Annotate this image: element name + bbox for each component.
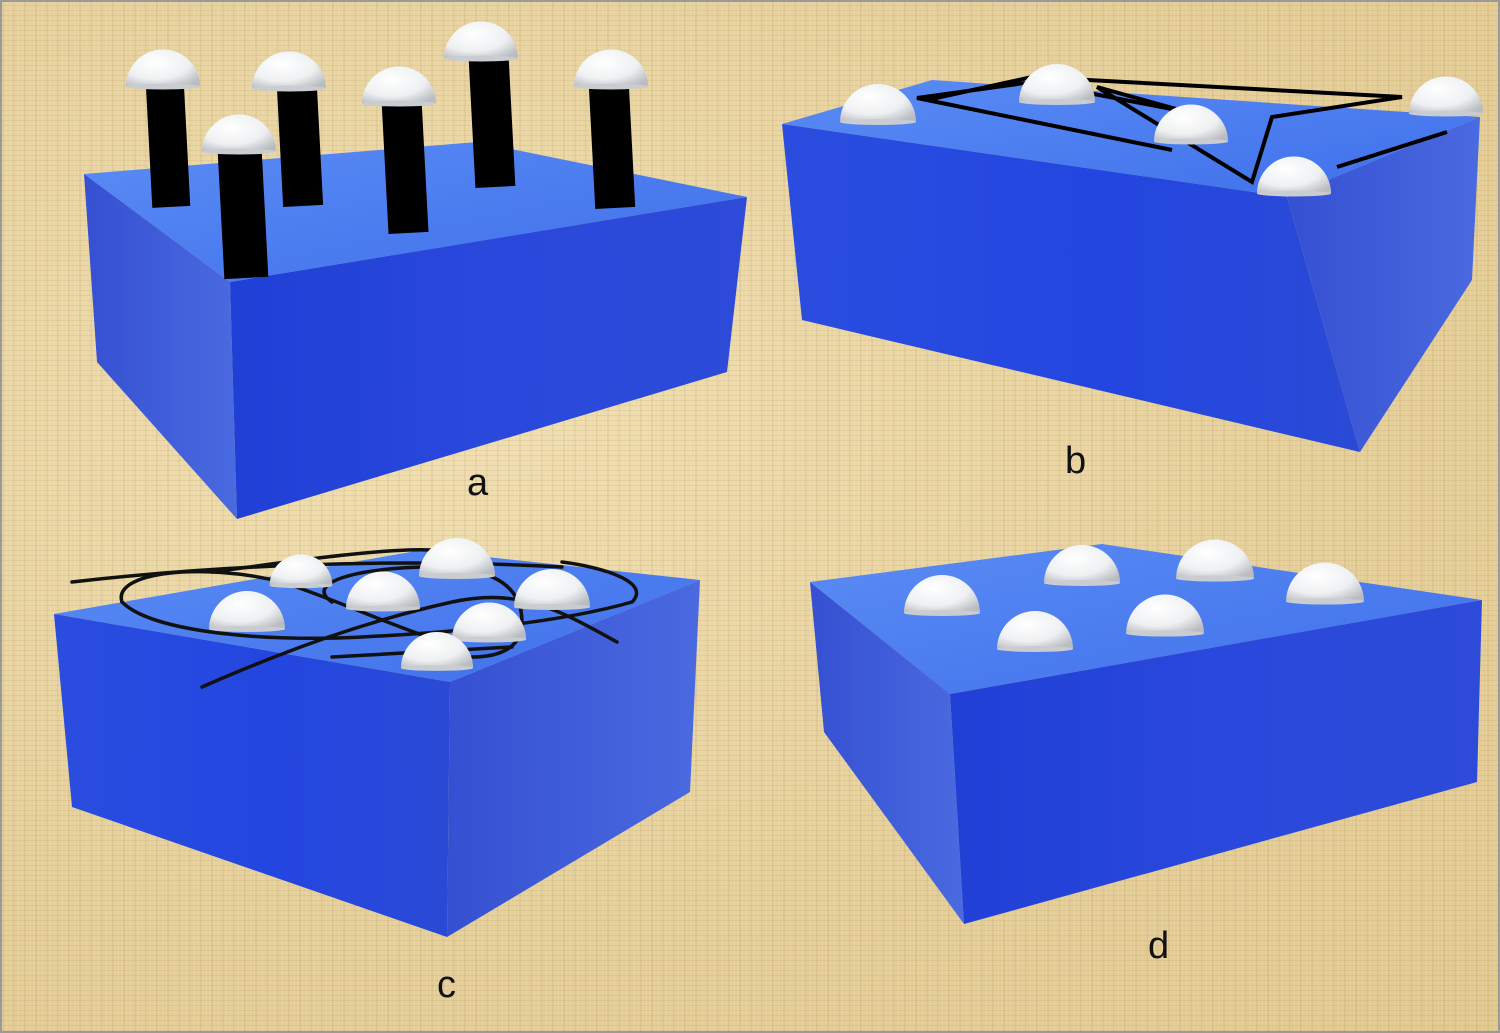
dome: [443, 21, 519, 62]
pillar: [145, 81, 191, 208]
panel-d-block-left-side: [810, 582, 964, 924]
panel-c-label: c: [437, 964, 456, 1006]
panel-b-label: b: [1065, 440, 1087, 482]
panel-a-block-left-side: [84, 174, 237, 519]
pillar: [381, 99, 429, 234]
dome: [573, 49, 649, 90]
dome: [125, 49, 201, 90]
fiber: [200, 595, 619, 689]
fiber: [210, 547, 434, 574]
panel-a-label: a: [467, 462, 489, 504]
panel-c-block-left-side: [54, 614, 450, 937]
dome: [419, 538, 495, 579]
dome: [201, 114, 277, 155]
panel-a-pillars: [145, 56, 636, 280]
panel-d-block-front: [950, 600, 1482, 924]
panel-b-chain: [916, 74, 1448, 186]
dome: [1019, 64, 1095, 105]
pillar: [217, 148, 269, 280]
panel-b-block: [782, 80, 1480, 452]
pillar: [276, 85, 324, 207]
dome: [1176, 539, 1254, 582]
dome: [361, 66, 437, 107]
panel-a-block-front: [230, 197, 747, 519]
panel-b-block-front: [782, 124, 1360, 452]
dome: [1408, 76, 1484, 117]
dome: [251, 51, 327, 92]
dome: [269, 554, 333, 589]
pillar: [588, 83, 636, 209]
panel-b-block-right-side: [1287, 117, 1480, 452]
zigzag-chain-tail: [1336, 130, 1448, 169]
panel-c-block-right-side: [447, 580, 700, 937]
zigzag-chain-line: [916, 74, 1403, 186]
pillar: [468, 56, 516, 188]
dome: [1286, 562, 1364, 605]
panel-d-label: d: [1148, 925, 1170, 967]
